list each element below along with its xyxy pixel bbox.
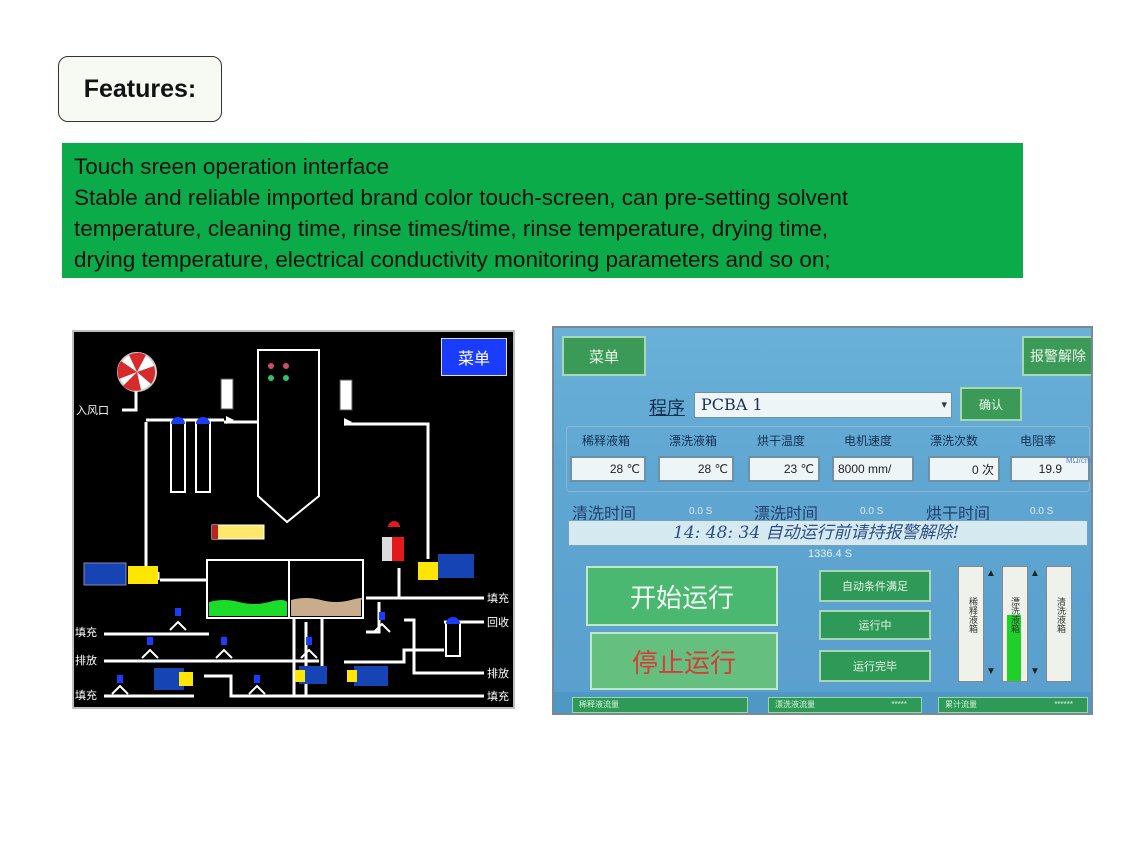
- fan-icon: [117, 352, 157, 392]
- rinse-time-value: 0.0 S: [860, 506, 884, 517]
- arrow-up-icon: ▲: [986, 568, 996, 579]
- diluent-temp-input[interactable]: 28 ℃: [570, 456, 646, 482]
- features-description: Touch sreen operation interface Stable a…: [62, 143, 1023, 278]
- diluent-flow-field: 稀释液流量: [572, 697, 748, 713]
- status-message-bar: 14: 48: 34 自动运行前请持报警解除!: [568, 520, 1088, 546]
- rinse-temp-input[interactable]: 28 ℃: [658, 456, 734, 482]
- run-complete-indicator: 运行完毕: [819, 650, 931, 682]
- rinse-flow-value: *****: [891, 700, 907, 709]
- control-hmi-screen: 菜单 报警解除 程序 PCBA 1 ▾ 确认 稀释液箱 漂洗液箱 烘干温度 电机…: [552, 326, 1093, 715]
- program-label: 程序: [649, 398, 685, 419]
- cleaning-time-value: 0.0 S: [689, 506, 713, 517]
- running-indicator: 运行中: [819, 610, 931, 640]
- right-menu-button[interactable]: 菜单: [562, 336, 646, 376]
- valve-icon: [117, 608, 385, 683]
- param-header-rinse-tank: 漂洗液箱: [669, 434, 718, 448]
- cleaning-level-gauge: 清洗液箱: [1046, 566, 1072, 682]
- fill-label-left-1: 填充: [75, 626, 97, 639]
- fill-label-right-2: 填充: [487, 690, 509, 703]
- param-header-resistivity: 电阻率: [1020, 434, 1057, 448]
- arrow-down-icon: ▼: [1030, 666, 1040, 677]
- rinse-level-gauge: 漂洗液箱: [1002, 566, 1028, 682]
- resistivity-unit: MΩ/cm: [1066, 456, 1092, 465]
- features-title: Features:: [83, 74, 197, 103]
- drain-label-right: 排放: [487, 667, 509, 680]
- nozzle-indicator-icon: [268, 363, 289, 381]
- cleaning-time-label: 清洗时间: [572, 504, 637, 523]
- diluent-level-gauge: 稀释液箱: [958, 566, 984, 682]
- valve-icon: [171, 417, 210, 424]
- param-header-drying-temp: 烘干温度: [757, 434, 806, 448]
- features-heading-box: Features:: [58, 56, 222, 122]
- rinse-level-label: 漂洗液箱: [1010, 597, 1020, 633]
- chevron-down-icon[interactable]: ▾: [941, 398, 947, 411]
- description-line-3: temperature, cleaning time, rinse times/…: [74, 216, 829, 241]
- program-select[interactable]: PCBA 1 ▾: [694, 392, 952, 418]
- drying-time-label: 烘干时间: [926, 504, 991, 523]
- drain-label-left: 排放: [75, 654, 97, 667]
- arrow-down-icon: ▼: [986, 666, 996, 677]
- runtime-counter: 1336.4 S: [808, 548, 853, 560]
- description-line-4: drying temperature, electrical conductiv…: [74, 247, 831, 272]
- schematic-hmi-screen: 菜单 入风口 填充 排放 填充 填充 回收 排放 填充: [72, 330, 515, 709]
- motor-speed-input[interactable]: 8000 mm/: [832, 456, 914, 482]
- total-flow-value: ******: [1054, 700, 1073, 709]
- pump-icon: [83, 562, 158, 586]
- pump-icon: [382, 521, 474, 580]
- cleaning-level-label: 清洗液箱: [1056, 597, 1066, 633]
- rinse-flow-field: 漂洗液流量 *****: [768, 697, 922, 713]
- fill-label-right-1: 填充: [487, 592, 509, 605]
- description-line-1: Touch sreen operation interface: [74, 154, 390, 179]
- program-value: PCBA 1: [701, 395, 763, 414]
- auto-ready-indicator: 自动条件满足: [819, 570, 931, 602]
- drying-temp-input[interactable]: 23 ℃: [748, 456, 820, 482]
- stop-run-button[interactable]: 停止运行: [590, 632, 778, 690]
- diluent-flow-label: 稀释液流量: [579, 700, 619, 709]
- process-schematic: [83, 349, 484, 698]
- param-header-rinse-count: 漂洗次数: [930, 434, 979, 448]
- fill-label-left-2: 填充: [75, 689, 97, 702]
- drying-time-value: 0.0 S: [1030, 506, 1054, 517]
- total-flow-label: 累计流量: [945, 700, 977, 709]
- param-header-diluent-tank: 稀释液箱: [582, 434, 631, 448]
- rinse-time-label: 漂洗时间: [754, 504, 819, 523]
- description-line-2: Stable and reliable imported brand color…: [74, 185, 849, 210]
- resistivity-value: 19.9: [1010, 456, 1090, 482]
- start-run-button[interactable]: 开始运行: [586, 566, 778, 626]
- air-inlet-label: 入风口: [76, 404, 109, 417]
- param-header-motor-speed: 电机速度: [844, 434, 893, 448]
- confirm-button[interactable]: 确认: [960, 387, 1022, 421]
- rinse-flow-label: 漂洗液流量: [775, 700, 815, 709]
- recovery-label: 回收: [487, 616, 509, 629]
- rinse-count-input[interactable]: 0 次: [928, 456, 1000, 482]
- total-flow-field: 累计流量 ******: [938, 697, 1088, 713]
- diluent-level-label: 稀释液箱: [968, 597, 978, 633]
- left-menu-button[interactable]: 菜单: [441, 338, 507, 376]
- rinse-level-fill: [1007, 614, 1021, 681]
- arrow-up-icon: ▲: [1030, 568, 1040, 579]
- alarm-reset-button[interactable]: 报警解除: [1022, 336, 1091, 376]
